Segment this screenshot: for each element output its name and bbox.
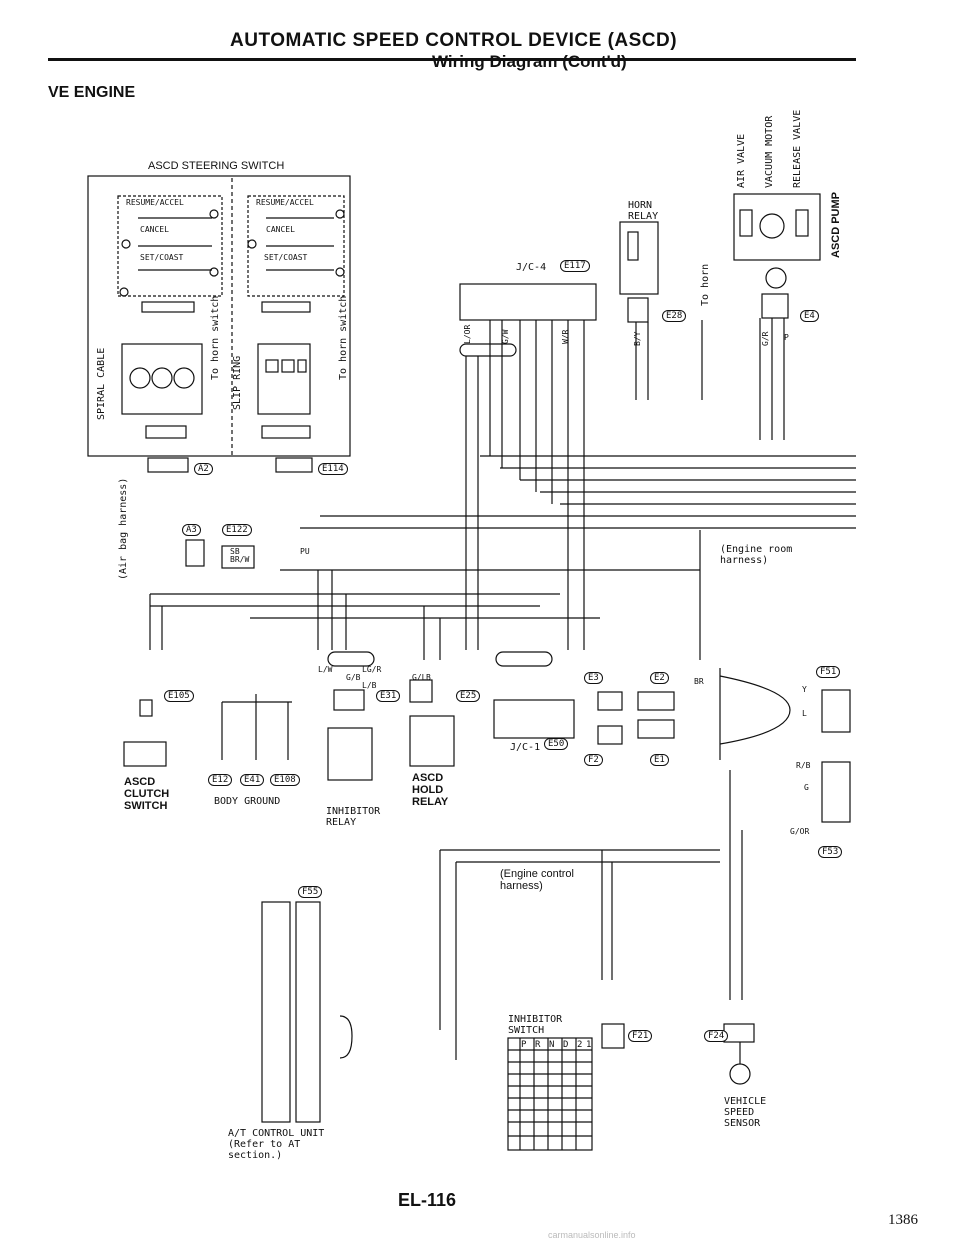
release-valve-label: RELEASE VALVE (792, 109, 803, 188)
wire-g: G (804, 783, 809, 792)
connector-e41: E41 (240, 774, 265, 786)
ascd-hold-relay-label: ASCD HOLD RELAY (412, 772, 449, 808)
wire-g-l: G/L (412, 673, 427, 682)
slip-ring-label: SLIP RING (232, 355, 243, 410)
wire-br: BR (694, 677, 704, 686)
wire-b: B (426, 673, 431, 682)
wire-g-r: G/R (761, 331, 770, 346)
spiral-cable-label: SPIRAL CABLE (96, 347, 107, 420)
connector-e28: E28 (662, 310, 687, 322)
connector-e25: E25 (456, 690, 481, 702)
to-horn-label: To horn (700, 263, 711, 306)
connector-f51: F51 (816, 666, 841, 678)
wire-g-b: G/B (346, 673, 361, 682)
connector-f2: F2 (584, 754, 603, 766)
connector-f24: F24 (704, 1030, 729, 1042)
wire-l-w: L/W (318, 665, 333, 674)
inhibitor-relay-label: INHIBITOR RELAY (326, 806, 381, 828)
watermark: carmanualsonline.info (548, 1230, 636, 1240)
page-number: 1386 (888, 1212, 918, 1228)
at-control-unit-label: A/T CONTROL UNIT (Refer to AT section.) (228, 1128, 325, 1161)
wire-g-w: G/W (501, 329, 510, 344)
resume-accel-label-right: RESUME/ACCEL (256, 198, 314, 207)
connector-a3: A3 (182, 524, 201, 536)
vacuum-motor-label: VACUUM MOTOR (764, 115, 775, 188)
ascd-pump-label: ASCD PUMP (830, 191, 842, 258)
steering-switch-label: ASCD STEERING SWITCH (148, 160, 285, 172)
horn-relay-label: HORN RELAY (628, 200, 659, 222)
wire-r-b: R/B (796, 761, 811, 770)
jc4-label: J/C-4 (516, 262, 547, 273)
engine-control-harness-label: (Engine control harness) (500, 868, 574, 892)
engine-room-harness-label: (Engine room harness) (720, 544, 793, 566)
resume-accel-label-left: RESUME/ACCEL (126, 198, 184, 207)
wire-w-r: W/R (561, 329, 570, 344)
set-coast-label-right: SET/COAST (264, 253, 308, 262)
inhibitor-switch-label: INHIBITOR SWITCH (508, 1014, 563, 1036)
connector-e114: E114 (318, 463, 348, 475)
connector-e122: E122 (222, 524, 252, 536)
page-subtitle: Wiring Diagram (Cont'd) (432, 52, 627, 71)
connector-e31: E31 (376, 690, 401, 702)
connector-e3: E3 (584, 672, 603, 684)
connector-f53: F53 (818, 846, 843, 858)
cancel-label-left: CANCEL (140, 225, 169, 234)
wire-g-or: G/OR (790, 827, 810, 836)
connector-e4: E4 (800, 310, 819, 322)
title-rule (48, 58, 856, 61)
connector-e1: E1 (650, 754, 669, 766)
inhibitor-pos-n: N (549, 1040, 555, 1050)
vehicle-speed-sensor-label: VEHICLE SPEED SENSOR (724, 1096, 767, 1129)
wire-lg-r: LG/R (362, 665, 382, 674)
connector-e117: E117 (560, 260, 590, 272)
to-horn-switch-label-left: To horn switch (210, 295, 221, 380)
connector-e2: E2 (650, 672, 669, 684)
wire-l-or: L/OR (463, 324, 472, 344)
inhibitor-pos-1: 1 (586, 1040, 592, 1050)
air-bag-harness-label: (Air bag harness) (118, 477, 129, 580)
wire-p: P (784, 333, 789, 342)
cancel-label-right: CANCEL (266, 225, 295, 234)
wire-y: Y (802, 685, 807, 694)
wire-l-b: L/B (362, 681, 377, 690)
body-ground-label: BODY GROUND (214, 796, 281, 807)
to-horn-switch-label-right: To horn switch (338, 295, 349, 380)
connector-f55: F55 (298, 886, 323, 898)
connector-a2: A2 (194, 463, 213, 475)
wire-b-y: B/Y (633, 331, 642, 346)
inhibitor-pos-p: P (521, 1040, 527, 1050)
wire-pu: PU (300, 547, 310, 556)
steering-switch-box (87, 175, 351, 457)
wire-l: L (802, 709, 807, 718)
connector-e12: E12 (208, 774, 233, 786)
wire-sb: SB (230, 547, 240, 556)
engine-label: VE ENGINE (48, 84, 136, 101)
connector-e50: E50 (544, 738, 569, 750)
jc1-label: J/C-1 (510, 742, 541, 753)
inhibitor-pos-r: R (535, 1040, 541, 1050)
page-title: AUTOMATIC SPEED CONTROL DEVICE (ASCD) (230, 30, 678, 51)
connector-f21: F21 (628, 1030, 653, 1042)
inhibitor-pos-d: D (563, 1040, 569, 1050)
wire-br-w: BR/W (230, 555, 250, 564)
connector-e105: E105 (164, 690, 194, 702)
inhibitor-pos-2: 2 (577, 1040, 583, 1050)
connector-e108: E108 (270, 774, 300, 786)
page-code: EL-116 (398, 1190, 457, 1210)
set-coast-label-left: SET/COAST (140, 253, 184, 262)
ascd-clutch-switch-label: ASCD CLUTCH SWITCH (124, 776, 170, 812)
air-valve-label: AIR VALVE (736, 133, 747, 188)
